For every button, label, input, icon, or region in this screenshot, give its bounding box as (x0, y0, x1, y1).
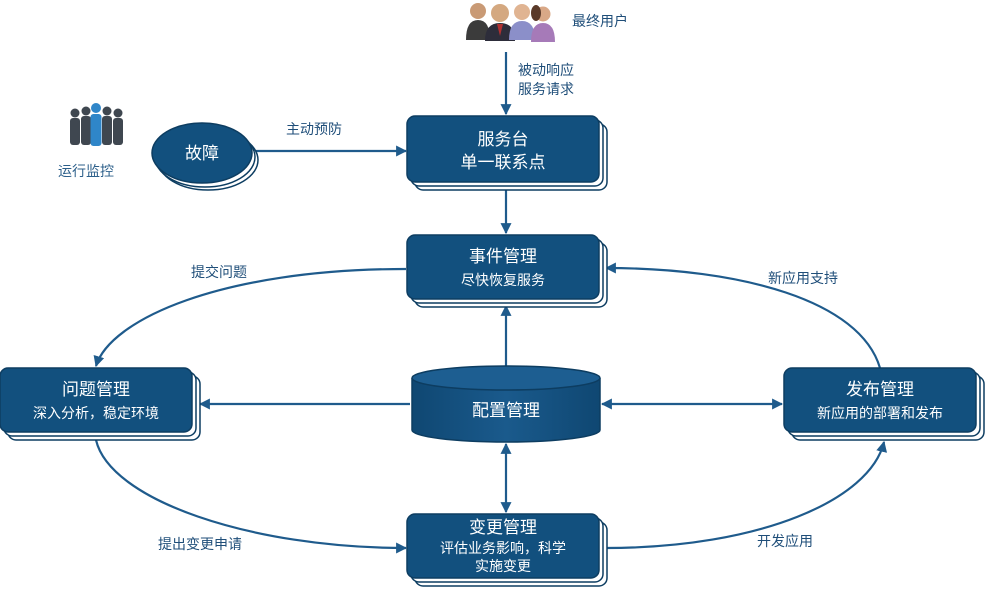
proactive-prevention-label: 主动预防 (286, 122, 342, 138)
arc-change-to-release (605, 440, 888, 550)
submit-change-request-label: 提出变更申请 (158, 537, 242, 553)
end-users-label: 最终用户 (572, 13, 628, 30)
change-title: 变更管理 (469, 518, 537, 538)
submit-problem-label: 提交问题 (191, 264, 247, 281)
arc-problem-to-change (94, 439, 408, 554)
operation-monitoring-label: 运行监控 (58, 164, 114, 180)
incident-subtitle: 尽快恢复服务 (461, 272, 545, 289)
service-request-label: 服务请求 (518, 82, 574, 98)
service-desk-node: 服务台 单一联系点 (406, 115, 608, 191)
change-subtitle-2: 实施变更 (475, 559, 531, 575)
configuration-management-node: 配置管理 (411, 365, 601, 443)
fault-node: 故障 (151, 122, 259, 191)
service-desk-title: 服务台 (478, 130, 529, 150)
incident-title: 事件管理 (469, 247, 537, 267)
problem-management-node: 问题管理 深入分析，稳定环境 (0, 367, 201, 441)
new-app-support-label: 新应用支持 (768, 270, 838, 287)
release-subtitle: 新应用的部署和发布 (817, 405, 943, 422)
fault-label: 故障 (185, 144, 219, 164)
business-people-group-icon (466, 3, 555, 42)
release-management-node: 发布管理 新应用的部署和发布 (783, 367, 985, 441)
passive-response-label: 被动响应 (518, 62, 574, 79)
change-management-node: 变更管理 评估业务影响，科学 实施变更 (406, 513, 608, 587)
arc-incident-to-problem (93, 267, 407, 368)
service-desk-subtitle: 单一联系点 (461, 153, 546, 173)
config-label: 配置管理 (472, 401, 540, 421)
release-title: 发布管理 (846, 380, 914, 400)
arc-release-to-incident (604, 262, 882, 369)
problem-title: 问题管理 (62, 380, 130, 400)
silhouette-people-icon (70, 103, 123, 146)
develop-app-label: 开发应用 (757, 533, 813, 550)
incident-management-node: 事件管理 尽快恢复服务 (406, 234, 608, 308)
change-subtitle-1: 评估业务影响，科学 (440, 541, 566, 557)
problem-subtitle: 深入分析，稳定环境 (33, 406, 159, 422)
